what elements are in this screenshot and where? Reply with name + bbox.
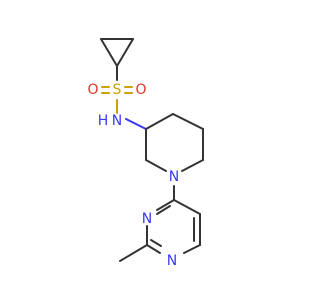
atom-piperidine-nitrogen: N — [169, 169, 179, 185]
bond-n-c3 — [125, 118, 147, 130]
molecule-diagram: S O O N H N N N — [87, 38, 204, 269]
atom-amide-hydrogen: H — [98, 113, 109, 129]
bond-c2-n1-a — [146, 244, 161, 254]
atom-pyrimidine-nitrogen-lower: N — [167, 253, 177, 269]
bond-n1-c6 — [183, 244, 201, 254]
atom-sulfur: S — [113, 82, 122, 98]
piperidine-ring — [145, 113, 204, 172]
bond-c5-c4 — [173, 199, 201, 215]
bond-cp-right — [116, 38, 134, 67]
bond-n-c2 — [145, 159, 167, 172]
sulfonyl-bonds — [101, 86, 133, 94]
bond-cp-left — [100, 38, 118, 67]
structure-svg: S O O N H N N N — [87, 38, 204, 269]
bond-c2-n1-b — [150, 239, 162, 247]
bond-c6-n — [181, 159, 204, 172]
atom-amide-nitrogen: N — [112, 113, 122, 129]
bond-methyl — [119, 244, 148, 262]
atom-oxygen-left: O — [87, 82, 98, 98]
bond-c3-c4 — [145, 113, 174, 130]
pyrimidine-ring — [146, 199, 201, 254]
atom-pyrimidine-nitrogen-upper: N — [142, 211, 152, 227]
cyclopropane-ring — [100, 38, 134, 67]
bond-c4-n3 — [156, 199, 175, 211]
atom-oxygen-right: O — [135, 82, 146, 98]
bond-c4-c5 — [172, 113, 204, 130]
bond-c4-n3-inner — [156, 205, 171, 215]
